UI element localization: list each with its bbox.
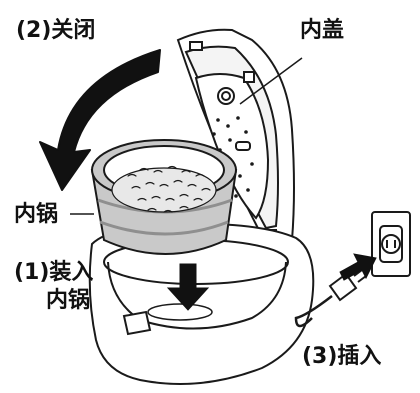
insert-down-arrow-icon [166,263,210,311]
label-close: (2)关闭 [16,18,96,43]
inner-pot [90,139,238,255]
wall-outlet [371,211,411,277]
rice-grains [127,165,211,213]
label-plug-in: (3)插入 [302,344,382,369]
label-insert-pot: 内锅 [46,288,91,313]
close-arrow-icon [39,49,161,191]
leader-lines [70,57,303,215]
label-inner-lid: 内盖 [300,18,345,43]
label-inner-pot: 内锅 [14,202,59,227]
label-insert-step: (1)装入 [14,260,94,285]
plug-in-arrow-icon [339,253,377,281]
cooker-body [88,222,315,385]
